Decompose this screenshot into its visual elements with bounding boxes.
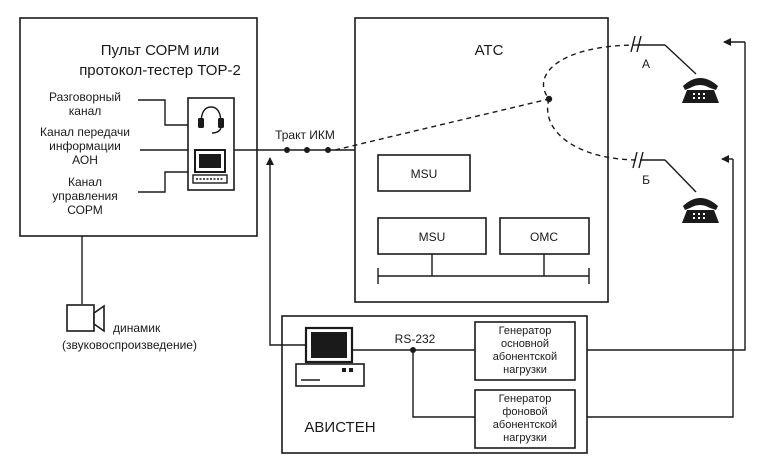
speaker-label-line2: (звуковоспроизведение) bbox=[62, 338, 197, 352]
dashed-link-trunk bbox=[334, 98, 550, 151]
line-b-label: Б bbox=[642, 173, 650, 187]
rs232-branch-line bbox=[412, 350, 475, 418]
computer-icon-avisten bbox=[295, 326, 365, 387]
msu-block-bottom bbox=[377, 217, 487, 255]
subscriber-line-b: Б bbox=[632, 151, 697, 193]
computer-icon bbox=[192, 149, 228, 184]
channel-aon-line2: информации bbox=[49, 139, 121, 153]
msu-block-top-label: MSU bbox=[411, 167, 438, 181]
channel-aon-line3: АОН bbox=[72, 153, 98, 167]
ats-title: АТС bbox=[475, 42, 504, 59]
pcm-trunk-label: Тракт ИКМ bbox=[275, 128, 335, 142]
switch-node bbox=[545, 95, 553, 103]
generator-background-line2: фоновой bbox=[502, 406, 547, 418]
line-a-label: А bbox=[642, 57, 650, 71]
avisten-to-trunk-line bbox=[266, 157, 306, 346]
telephone-icon-a bbox=[682, 78, 719, 103]
channel-voice-line1: Разговорный bbox=[49, 90, 121, 104]
generator-main-line1: Генератор bbox=[499, 325, 552, 337]
generator-main-line4: нагрузки bbox=[503, 364, 547, 376]
channel-voice-line2: канал bbox=[69, 104, 102, 118]
sorm-panel-title-line1: Пульт СОРМ или bbox=[101, 42, 220, 59]
speaker-icon bbox=[66, 304, 105, 333]
omc-block-label: OMC bbox=[530, 230, 558, 244]
generator-background-line4: нагрузки bbox=[503, 432, 547, 444]
msu-block-bottom-label: MSU bbox=[419, 230, 446, 244]
speaker-label-line1: динамик bbox=[113, 321, 161, 335]
channel-control-line bbox=[138, 171, 188, 193]
channel-control-line1: Канал bbox=[68, 175, 102, 189]
generator-main-box bbox=[474, 321, 576, 381]
rs232-label: RS-232 bbox=[395, 332, 436, 346]
generator-background-line3: абонентской bbox=[493, 419, 557, 431]
avisten-system: АВИСТЕН RS-232 Генератор основной абонен… bbox=[281, 315, 588, 454]
subscriber-line-a: А bbox=[630, 35, 697, 75]
channel-control-line3: СОРМ bbox=[67, 203, 103, 217]
telephone-icon-b bbox=[682, 198, 719, 223]
msu-block-top bbox=[377, 154, 471, 192]
channel-voice-line bbox=[138, 99, 188, 126]
sorm-panel: Пульт СОРМ или протокол-тестер ТОР-2 Раз… bbox=[19, 17, 258, 237]
ats-exchange: АТС MSU MSU OMC bbox=[354, 17, 609, 303]
generator-main-line2: основной bbox=[501, 338, 549, 350]
generator-background-line bbox=[575, 159, 734, 418]
channel-aon-line1: Канал передачи bbox=[40, 125, 130, 139]
avisten-title: АВИСТЕН bbox=[304, 419, 375, 436]
generator-background-line1: Генератор bbox=[499, 393, 552, 405]
headset-icon bbox=[198, 106, 224, 134]
sorm-panel-title-line2: протокол-тестер ТОР-2 bbox=[79, 62, 241, 79]
generator-background-box bbox=[474, 389, 576, 449]
pcm-trunk-dots bbox=[284, 147, 331, 153]
generator-main-line3: абонентской bbox=[493, 351, 557, 363]
generator-main-line bbox=[575, 42, 746, 351]
channel-control-line2: управления bbox=[52, 189, 117, 203]
